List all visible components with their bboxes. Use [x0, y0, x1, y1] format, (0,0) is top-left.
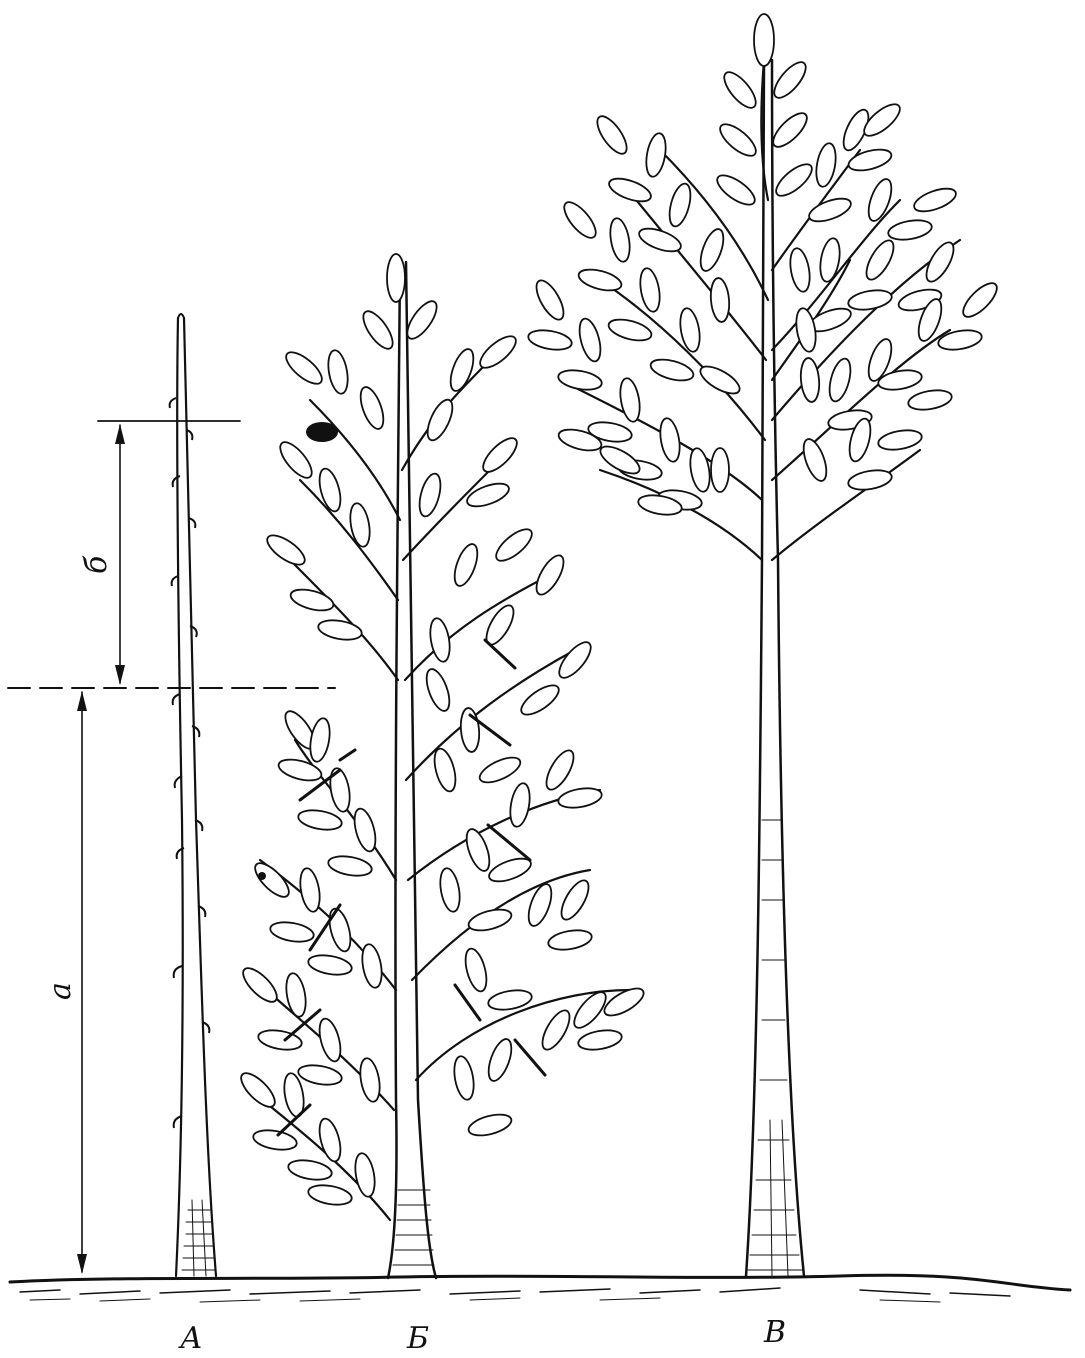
tree-label-b: Б	[406, 1321, 429, 1356]
ground	[10, 1275, 1070, 1302]
tree-c-standard	[527, 14, 1002, 1276]
tree-label-a: А	[178, 1321, 203, 1356]
dimension-label-b: б	[79, 555, 114, 574]
dimension-label-a: а	[43, 982, 78, 1000]
tree-label-c: В	[763, 1315, 786, 1350]
tree-b-feathered	[236, 254, 647, 1278]
tree-a-whip	[170, 314, 216, 1276]
